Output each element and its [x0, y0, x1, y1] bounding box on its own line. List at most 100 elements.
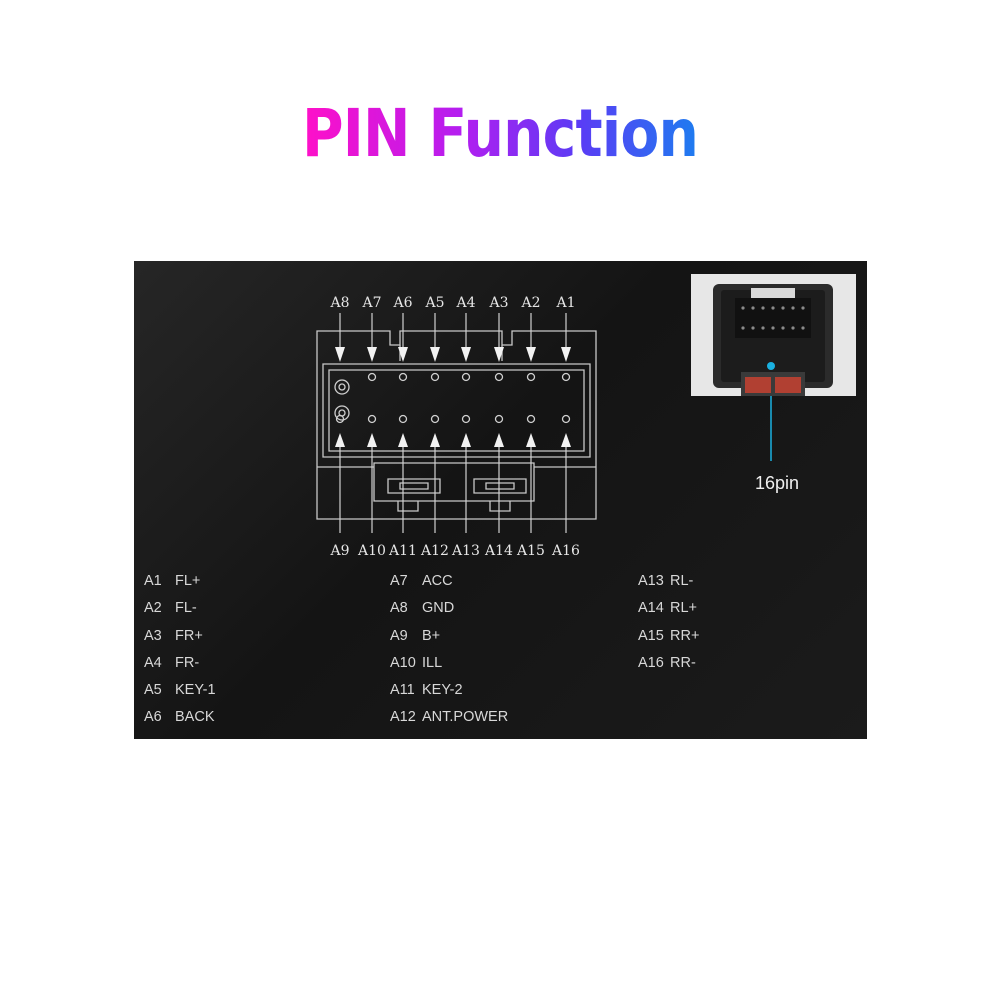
top-pin-label: A5	[424, 295, 444, 311]
legend-pin-id: A14	[638, 600, 664, 617]
legend-pin-function: FL+	[175, 573, 201, 589]
legend-row: A4 FR-	[144, 653, 216, 680]
top-pin-label: A2	[520, 295, 540, 311]
bottom-pin-label: A12	[420, 543, 449, 559]
legend-pin-function: B+	[422, 627, 441, 644]
legend-row: A3 FR+	[144, 626, 216, 653]
legend-pin-function: FR+	[175, 627, 203, 644]
legend-pin-function: FR-	[175, 654, 200, 671]
legend-pin-function: KEY-2	[422, 682, 463, 699]
up-arrow-icon	[494, 433, 504, 447]
up-arrow-icon	[430, 433, 440, 447]
legend-pin-id: A4	[144, 654, 162, 671]
down-arrow-icon	[461, 347, 471, 362]
legend-pin-function: GND	[422, 600, 455, 617]
bottom-pin-label: A14	[484, 543, 513, 559]
bottom-pin-hole	[461, 414, 471, 424]
bottom-pin-label: A15	[516, 543, 545, 559]
legend-pin-id: A3	[144, 627, 162, 644]
page-title: PIN Function	[301, 95, 699, 172]
legend-row: A12 ANT.POWER	[390, 707, 508, 734]
up-arrow-icon	[526, 433, 536, 447]
down-arrow-icon	[526, 347, 536, 362]
legend-row: A11 KEY-2	[390, 680, 508, 707]
top-pin-hole	[526, 372, 536, 382]
pin-grid	[335, 313, 571, 533]
bottom-pin-hole	[526, 414, 536, 424]
top-pin-label: A4	[455, 295, 475, 311]
top-pin-label: A6	[392, 295, 412, 311]
bottom-pin-hole	[398, 414, 408, 424]
legend-pin-id: A15	[638, 627, 664, 644]
top-pin-hole	[398, 372, 408, 382]
legend-row: A14 RL+	[638, 598, 699, 625]
top-pin-label: A3	[488, 295, 508, 311]
bottom-pin-hole	[430, 414, 440, 424]
legend-pin-id: A8	[390, 600, 408, 617]
legend-pin-function: KEY-1	[175, 682, 216, 699]
legend-row: A10 ILL	[390, 653, 508, 680]
bottom-pin-label: A10	[357, 543, 386, 559]
legend-pin-id: A2	[144, 600, 162, 617]
legend-pin-id: A11	[390, 682, 415, 699]
bottom-pin-label: A9	[329, 543, 349, 559]
top-pin-label: A8	[329, 295, 349, 311]
legend-pin-function: RR-	[670, 654, 696, 671]
down-arrow-icon	[494, 347, 504, 362]
legend-pin-id: A6	[144, 709, 162, 726]
legend-row: A8 GND	[390, 598, 508, 625]
legend-pin-function: FL-	[175, 600, 197, 617]
legend-pin-id: A10	[390, 654, 416, 671]
bottom-pin-hole	[335, 414, 345, 424]
down-arrow-icon	[561, 347, 571, 362]
top-pin-label: A1	[555, 295, 575, 311]
bottom-pin-label: A13	[451, 543, 480, 559]
legend-row: A2 FL-	[144, 598, 216, 625]
down-arrow-icon	[430, 347, 440, 362]
legend-row: A9 B+	[390, 626, 508, 653]
legend-pin-id: A7	[390, 573, 408, 589]
bottom-pin-hole	[494, 414, 504, 424]
legend-row: A7 ACC	[390, 571, 508, 598]
down-arrow-icon	[335, 347, 345, 362]
legend-pin-function: RL+	[670, 600, 698, 617]
legend-pin-function: ANT.POWER	[422, 709, 509, 726]
legend-row: A1 FL+	[144, 571, 216, 598]
legend-row: A15 RR+	[638, 626, 699, 653]
connector-photo	[691, 274, 856, 396]
legend-pin-id: A1	[144, 573, 162, 589]
legend-pin-function: BACK	[175, 709, 215, 726]
legend-pin-function: RL-	[670, 573, 694, 589]
legend-row: A6 BACK	[144, 707, 216, 734]
bottom-pin-hole	[561, 414, 571, 424]
top-pin-hole	[494, 372, 504, 382]
top-pin-label: A7	[361, 295, 381, 311]
legend-pin-id: A12	[390, 709, 416, 726]
pin-count-label: 16pin	[754, 473, 800, 493]
top-pin-hole	[561, 372, 571, 382]
down-arrow-icon	[398, 347, 408, 362]
legend-pin-id: A9	[390, 627, 408, 644]
up-arrow-icon	[367, 433, 377, 447]
top-pin-hole	[367, 372, 377, 382]
legend-pin-function: RR+	[670, 627, 700, 644]
top-pin-hole	[461, 372, 471, 382]
legend-pin-function: ILL	[422, 654, 443, 671]
legend-row: A5 KEY-1	[144, 680, 216, 707]
up-arrow-icon	[335, 433, 345, 447]
bottom-pin-label: A16	[551, 543, 580, 559]
top-pin-labels: A8 A7 A6 A5 A4 A3 A2 A1	[329, 295, 575, 311]
legend-pin-function: ACC	[422, 573, 453, 589]
legend-pin-id: A5	[144, 682, 162, 699]
bottom-pin-hole	[367, 414, 377, 424]
down-arrow-icon	[367, 347, 377, 362]
up-arrow-icon	[398, 433, 408, 447]
